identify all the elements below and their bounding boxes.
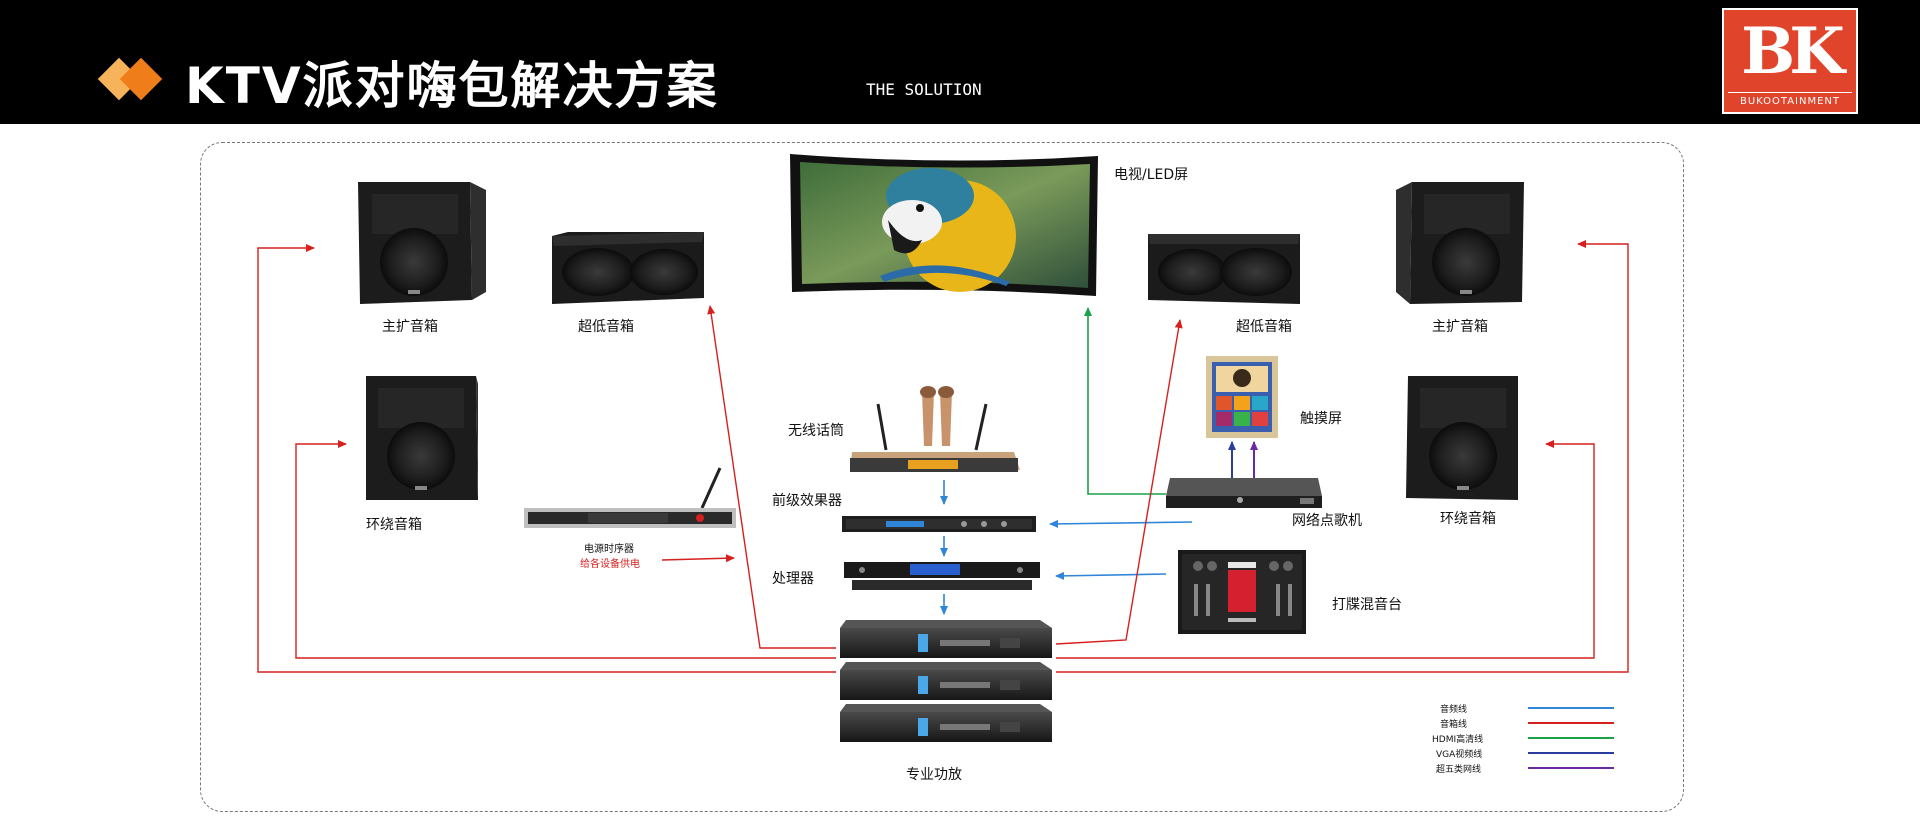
dj-mixer-label: 打牒混音台 [1332, 597, 1402, 613]
header-bar: KTV派对嗨包解决方案 THE SOLUTION BK BUKOOTAINMEN… [0, 0, 1920, 124]
wireless-mic-label: 无线话筒 [788, 423, 844, 439]
preamp-effects-label: 前级效果器 [772, 493, 842, 509]
legend-lines [1528, 707, 1614, 769]
subwoofer-right [1148, 234, 1300, 304]
diagram-frame [200, 142, 1684, 812]
amplifier-unit [840, 662, 1052, 700]
power-sequencer-device [524, 467, 736, 528]
power-supply-note: 给各设备供电 [580, 559, 640, 570]
subwoofer-right-label: 超低音箱 [1236, 319, 1292, 335]
legend-label-hdmi: HDMI高清线 [1432, 735, 1484, 745]
touch-screen-device [1206, 356, 1278, 438]
tv-label: 电视/LED屏 [1114, 167, 1189, 183]
page-title: KTV派对嗨包解决方案 [185, 57, 719, 115]
legend-label-vga: VGA视频线 [1436, 750, 1483, 760]
amplifier-unit [840, 620, 1052, 658]
preamp-effects-device [842, 516, 1036, 532]
main-speaker-right-label: 主扩音箱 [1432, 319, 1488, 335]
power-sequencer-label: 电源时序器 [584, 544, 634, 555]
subwoofer-left-label: 超低音箱 [578, 319, 634, 335]
wireless-mic-device [850, 386, 1020, 472]
legend-label-network: 超五类网线 [1436, 765, 1482, 775]
audio-connections [940, 480, 1193, 615]
amplifier-unit [840, 704, 1052, 742]
tv-led-screen [790, 154, 1098, 296]
main-speaker-right [1396, 182, 1524, 304]
surround-speaker-right [1406, 376, 1518, 500]
network-player-device [1166, 478, 1322, 508]
brand-logo: BK BUKOOTAINMENT [1722, 8, 1858, 114]
main-speaker-left-label: 主扩音箱 [382, 319, 438, 335]
hdmi-connection [1084, 307, 1166, 495]
processor-device [844, 562, 1040, 590]
speaker-connections [257, 240, 1629, 673]
logo-divider [1728, 92, 1852, 93]
touch-screen-label: 触摸屏 [1300, 411, 1342, 427]
page-subtitle: THE SOLUTION [866, 80, 982, 99]
legend-label-speaker: 音箱线 [1440, 720, 1468, 730]
amplifier-stack [840, 620, 1052, 742]
surround-speaker-right-label: 环绕音箱 [1440, 511, 1496, 527]
processor-label: 处理器 [772, 571, 814, 587]
dj-mixer-device [1178, 550, 1306, 634]
network-player-label: 网络点歌机 [1292, 513, 1362, 529]
logo-mark: BK [1741, 14, 1845, 89]
surround-speaker-left [366, 376, 478, 500]
logo-brand-text: BUKOOTAINMENT [1739, 96, 1841, 107]
legend-label-audio: 音频线 [1440, 705, 1468, 715]
subwoofer-left [552, 232, 704, 304]
amplifier-label: 专业功放 [906, 767, 962, 783]
surround-speaker-left-label: 环绕音箱 [366, 517, 422, 533]
main-speaker-left [358, 182, 486, 304]
